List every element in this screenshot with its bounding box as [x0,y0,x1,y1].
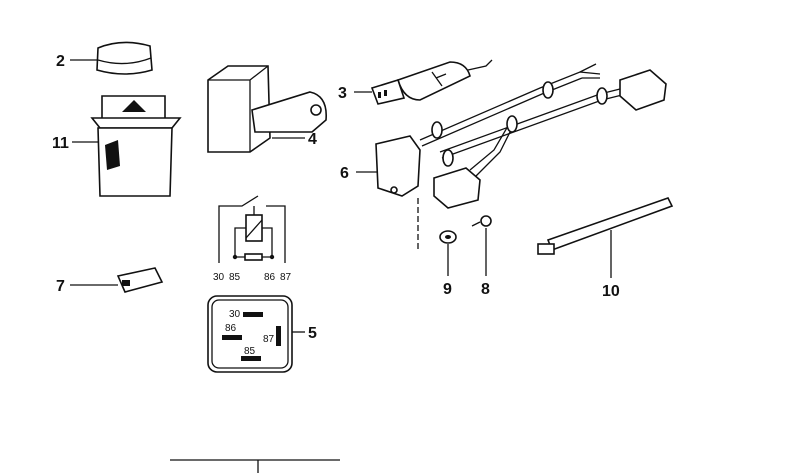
part-11-switch[interactable] [90,95,182,197]
part-10-cable-tie[interactable] [537,197,674,255]
wiring-harness[interactable] [375,63,667,250]
schematic-pin-30: 30 [213,272,225,283]
schematic-pin-87: 87 [280,272,292,283]
part-2-cover-cap[interactable] [96,41,153,75]
part-9-washer[interactable] [439,230,457,244]
callout-7: 7 [56,278,65,295]
callout-11: 11 [52,135,69,152]
schematic-pin-86: 86 [264,272,276,283]
relay-schematic: 30 85 86 87 [213,195,292,283]
callout-10: 10 [602,283,620,300]
socket-pin-85: 85 [244,346,256,357]
part-4-relay-bracket[interactable] [207,65,327,153]
callout-5: 5 [308,325,317,342]
part-7-connector[interactable] [116,267,164,293]
part-8-screw[interactable] [471,215,492,227]
callout-3: 3 [338,85,347,102]
callout-9: 9 [443,281,452,298]
schematic-pin-85: 85 [229,272,241,283]
bottom-rule [170,459,340,473]
socket-pin-86: 86 [225,323,237,334]
callout-6: 6 [340,165,349,182]
socket-pin-30: 30 [229,309,241,320]
socket-pin-87: 87 [263,334,275,345]
callout-8: 8 [481,281,490,298]
part-5-relay[interactable]: 30 86 87 85 [207,295,293,373]
part-3-suppressor[interactable] [370,59,493,105]
callout-4: 4 [308,131,317,148]
callout-2: 2 [56,53,65,70]
